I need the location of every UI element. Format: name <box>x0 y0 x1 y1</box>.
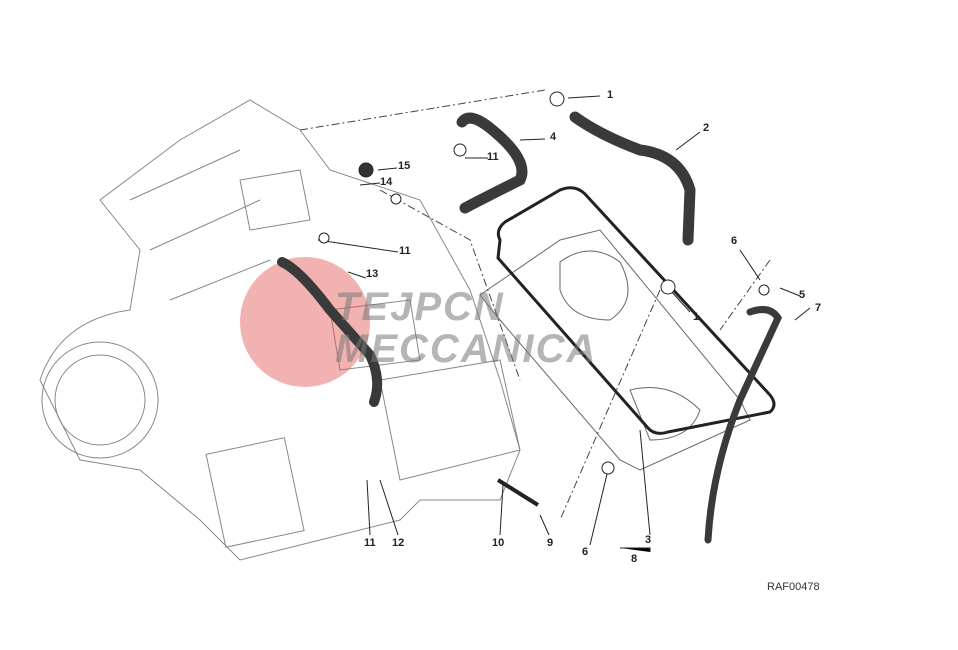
callout-12: 12 <box>392 537 405 549</box>
callout-5: 5 <box>799 289 806 301</box>
callout-6: 6 <box>582 546 589 558</box>
callout-3: 3 <box>645 534 652 546</box>
hoses <box>277 111 782 544</box>
drawing-code: RAF00478 <box>767 581 820 593</box>
callout-9: 9 <box>547 537 554 549</box>
callout-lines <box>317 95 811 552</box>
callout-1: 1 <box>607 89 614 101</box>
callout-11: 11 <box>364 537 376 549</box>
callout-8: 8 <box>631 553 638 565</box>
callout-15: 15 <box>398 160 411 172</box>
callout-14: 14 <box>380 176 393 188</box>
cylinder-head-cover <box>479 229 751 471</box>
callout-6: 6 <box>731 235 738 247</box>
callout-10: 10 <box>492 537 505 549</box>
callout-11: 11 <box>487 151 499 163</box>
callout-13: 13 <box>366 268 379 280</box>
engine-block <box>39 99 521 561</box>
callout-4: 4 <box>550 131 557 143</box>
callout-2: 2 <box>703 122 710 134</box>
watermark-logo <box>240 257 370 387</box>
callout-11: 11 <box>399 245 411 257</box>
cover-gasket <box>496 186 776 435</box>
watermark-text: TEJPCN MECCANICA <box>335 285 598 371</box>
small-parts <box>318 91 770 507</box>
callout-1: 1 <box>693 311 700 323</box>
leader-lines <box>299 89 771 521</box>
callout-7: 7 <box>815 302 822 314</box>
